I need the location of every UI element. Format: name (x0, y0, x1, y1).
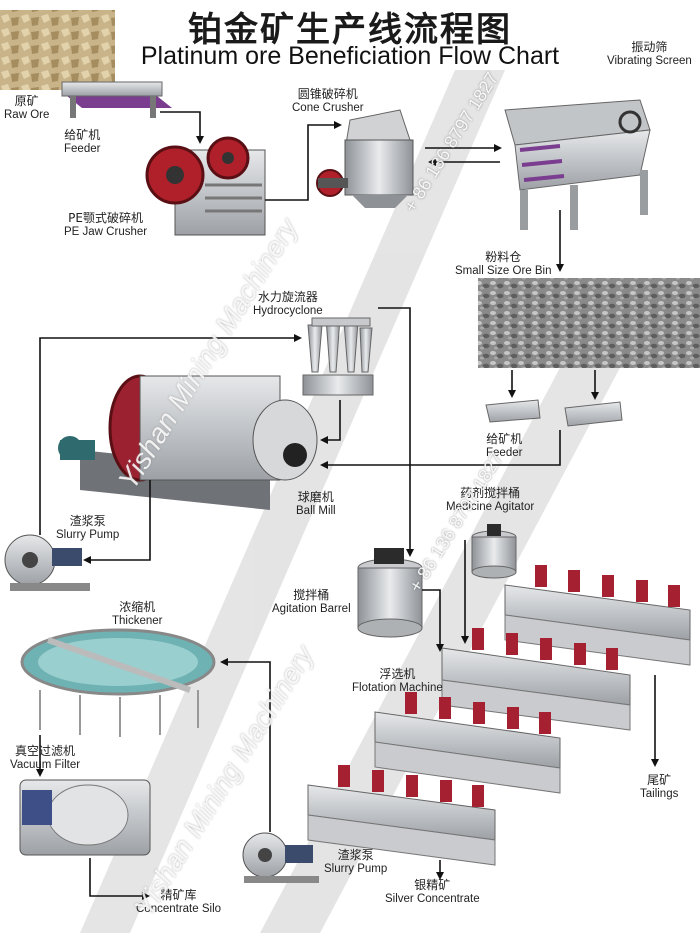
jaw-crusher-machine (145, 136, 266, 236)
watermark-bands (80, 70, 640, 933)
cone-crusher-machine (316, 109, 414, 208)
title-chinese: 铂金矿生产线流程图 (188, 10, 512, 50)
ball-mill-machine (58, 374, 318, 510)
flotation-row-3 (374, 692, 561, 794)
flow-arrows (36, 111, 659, 900)
hydrocyclone-machine (302, 317, 374, 396)
slurry-pump-top-machine (4, 534, 90, 591)
flotation-row-1 (504, 565, 691, 666)
agitation-barrel-machine (357, 548, 423, 638)
vibrating-screen-machine (504, 99, 651, 230)
thickener-machine (20, 628, 216, 737)
flotation-row-2 (441, 628, 631, 731)
feeder-top-machine (61, 81, 172, 118)
ore-bin-gravel (478, 278, 700, 368)
flotation-row-4 (307, 765, 496, 866)
medicine-agitator-machine (471, 524, 517, 579)
feeder-mid-machine (485, 399, 623, 427)
title-english: Platinum ore Beneficiation Flow Chart (140, 42, 560, 70)
vacuum-filter-machine (19, 779, 151, 856)
slurry-pump-bottom-machine (242, 832, 319, 883)
raw-ore-pile (0, 10, 115, 90)
